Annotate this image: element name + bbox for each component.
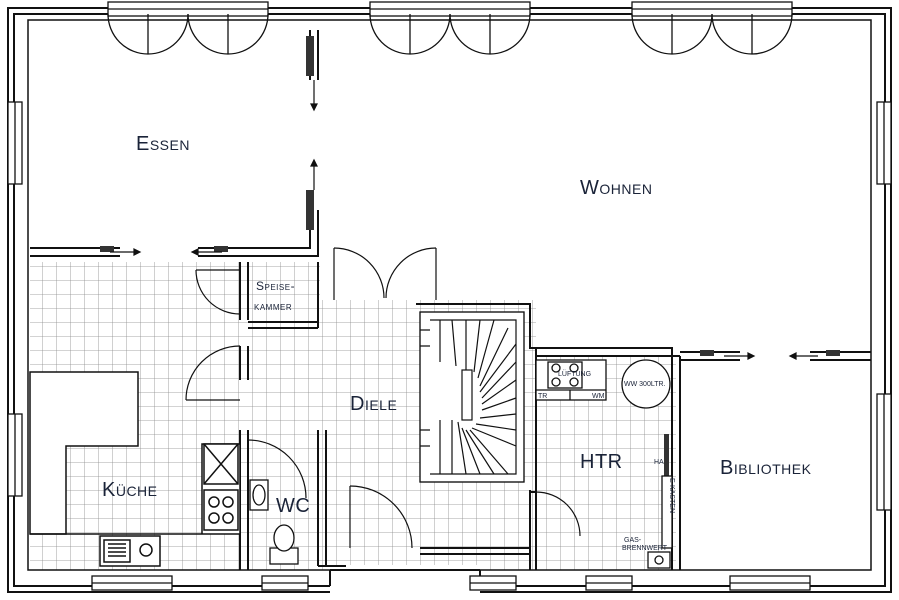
label-ha: HA (654, 459, 664, 466)
utility-fixtures (535, 359, 673, 569)
room-label-wohnen: Wohnen (580, 177, 652, 199)
room-label-htr: HTR (580, 451, 623, 473)
swing-doors (185, 247, 581, 549)
label-tr: TR (538, 393, 547, 400)
staircase (419, 311, 525, 483)
bottom-windows (91, 575, 811, 591)
room-label-bibliothek: Bibliothek (720, 457, 812, 479)
label-lueftung: LÜFTUNG (558, 370, 591, 378)
room-label-speisekammer-2: kammer (254, 299, 292, 313)
room-label-essen: Essen (136, 133, 190, 155)
entrance-recess (329, 565, 481, 595)
label-ww-speicher: WW 300LTR. (624, 381, 666, 388)
label-wm: WM (592, 393, 605, 400)
room-label-kueche: Küche (102, 479, 158, 501)
wc-fixtures (249, 479, 299, 565)
kitchen-counters (29, 371, 241, 567)
wall-pillars (100, 36, 840, 480)
label-gas-2: BRENNWERT (622, 545, 668, 552)
room-label-diele: Diele (350, 393, 397, 415)
sliding-door-arrows (110, 80, 818, 360)
top-french-doors (107, 1, 793, 55)
label-gas-1: GAS- (624, 537, 642, 544)
room-label-wc: WC (276, 495, 310, 517)
label-e-kasten: E-KASTEN (668, 478, 675, 513)
room-label-speisekammer-1: Speise- (256, 279, 295, 293)
side-windows (7, 101, 892, 511)
